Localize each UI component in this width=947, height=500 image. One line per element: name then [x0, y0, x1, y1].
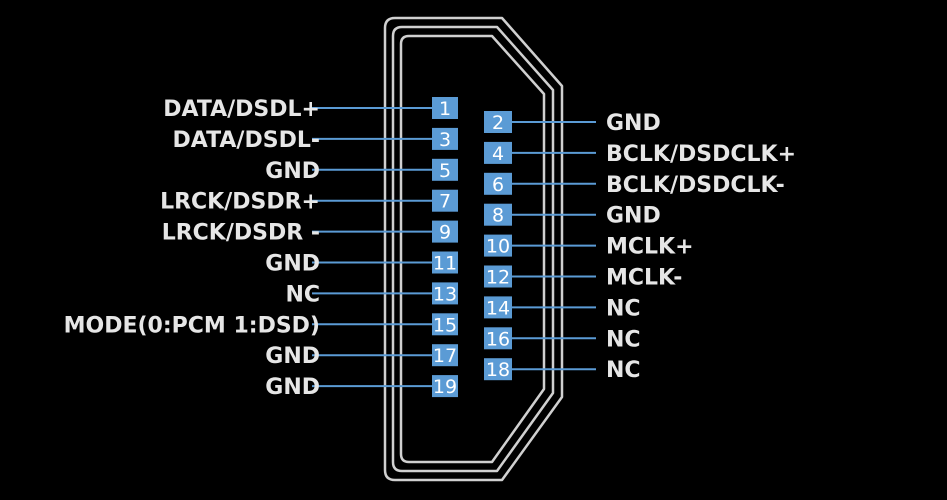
pin-11-number: 11 [433, 253, 457, 275]
pin-19-number: 19 [433, 376, 457, 398]
pin-11-box [432, 251, 458, 274]
pins-layer: 1DATA/DSDL+3DATA/DSDL-5GND7LRCK/DSDR+9LR… [64, 97, 796, 400]
pin-18-box [484, 358, 512, 381]
pin-8-number: 8 [492, 205, 504, 227]
pin-14-label: NC [606, 296, 641, 321]
pin-19-label: GND [265, 375, 320, 400]
pin-7-box [432, 189, 458, 212]
pin-14-number: 14 [486, 297, 510, 319]
pin-16-number: 16 [486, 328, 510, 350]
pin-15-label: MODE(0:PCM 1:DSD) [64, 313, 320, 338]
pin-10-number: 10 [486, 236, 510, 258]
pin-1-number: 1 [439, 98, 451, 120]
pin-3-number: 3 [439, 129, 451, 151]
connector-middle-outline [391, 25, 555, 473]
pin-16-label: NC [606, 327, 641, 352]
pin-7-label: LRCK/DSDR+ [160, 190, 320, 215]
pin-9-box [432, 220, 458, 243]
pin-16-box [484, 327, 512, 350]
pin-9-number: 9 [439, 222, 451, 244]
pin-6-number: 6 [492, 174, 504, 196]
pin-19-box [432, 375, 458, 398]
pin-6-box [484, 172, 512, 195]
pin-14-box [484, 296, 512, 319]
pin-17-label: GND [265, 344, 320, 369]
connector-outer-outline [383, 16, 564, 482]
pin-4-box [484, 141, 512, 164]
pin-12-label: MCLK- [606, 266, 682, 291]
pin-3-label: DATA/DSDL- [173, 128, 320, 153]
connector-inner-outline [399, 34, 546, 464]
pin-10-box [484, 234, 512, 257]
pin-3-box [432, 127, 458, 150]
pin-13-box [432, 282, 458, 305]
pin-18-number: 18 [486, 359, 510, 381]
pin-13-label: NC [285, 282, 320, 307]
pin-4-number: 4 [492, 143, 504, 165]
pin-4-label: BCLK/DSDCLK+ [606, 142, 796, 167]
pin-1-label: DATA/DSDL+ [163, 97, 320, 122]
pin-2-label: GND [606, 111, 661, 136]
pin-2-box [484, 111, 512, 133]
pin-6-label: BCLK/DSDCLK- [606, 173, 785, 198]
pin-2-number: 2 [492, 112, 504, 134]
pin-11-label: GND [265, 252, 320, 277]
pin-17-box [432, 344, 458, 367]
pin-15-number: 15 [433, 314, 457, 336]
pin-1-box [432, 97, 458, 119]
pin-17-number: 17 [433, 345, 457, 367]
pin-9-label: LRCK/DSDR - [162, 221, 320, 246]
pin-12-number: 12 [486, 267, 510, 289]
pin-5-number: 5 [439, 160, 451, 182]
pin-5-label: GND [265, 159, 320, 184]
pin-18-label: NC [606, 358, 641, 383]
pin-7-number: 7 [439, 191, 451, 213]
pin-13-number: 13 [433, 283, 457, 305]
pin-15-box [432, 313, 458, 336]
pin-10-label: MCLK+ [606, 235, 694, 260]
pin-8-box [484, 203, 512, 226]
pin-5-box [432, 158, 458, 181]
pin-12-box [484, 265, 512, 288]
pin-8-label: GND [606, 204, 661, 229]
